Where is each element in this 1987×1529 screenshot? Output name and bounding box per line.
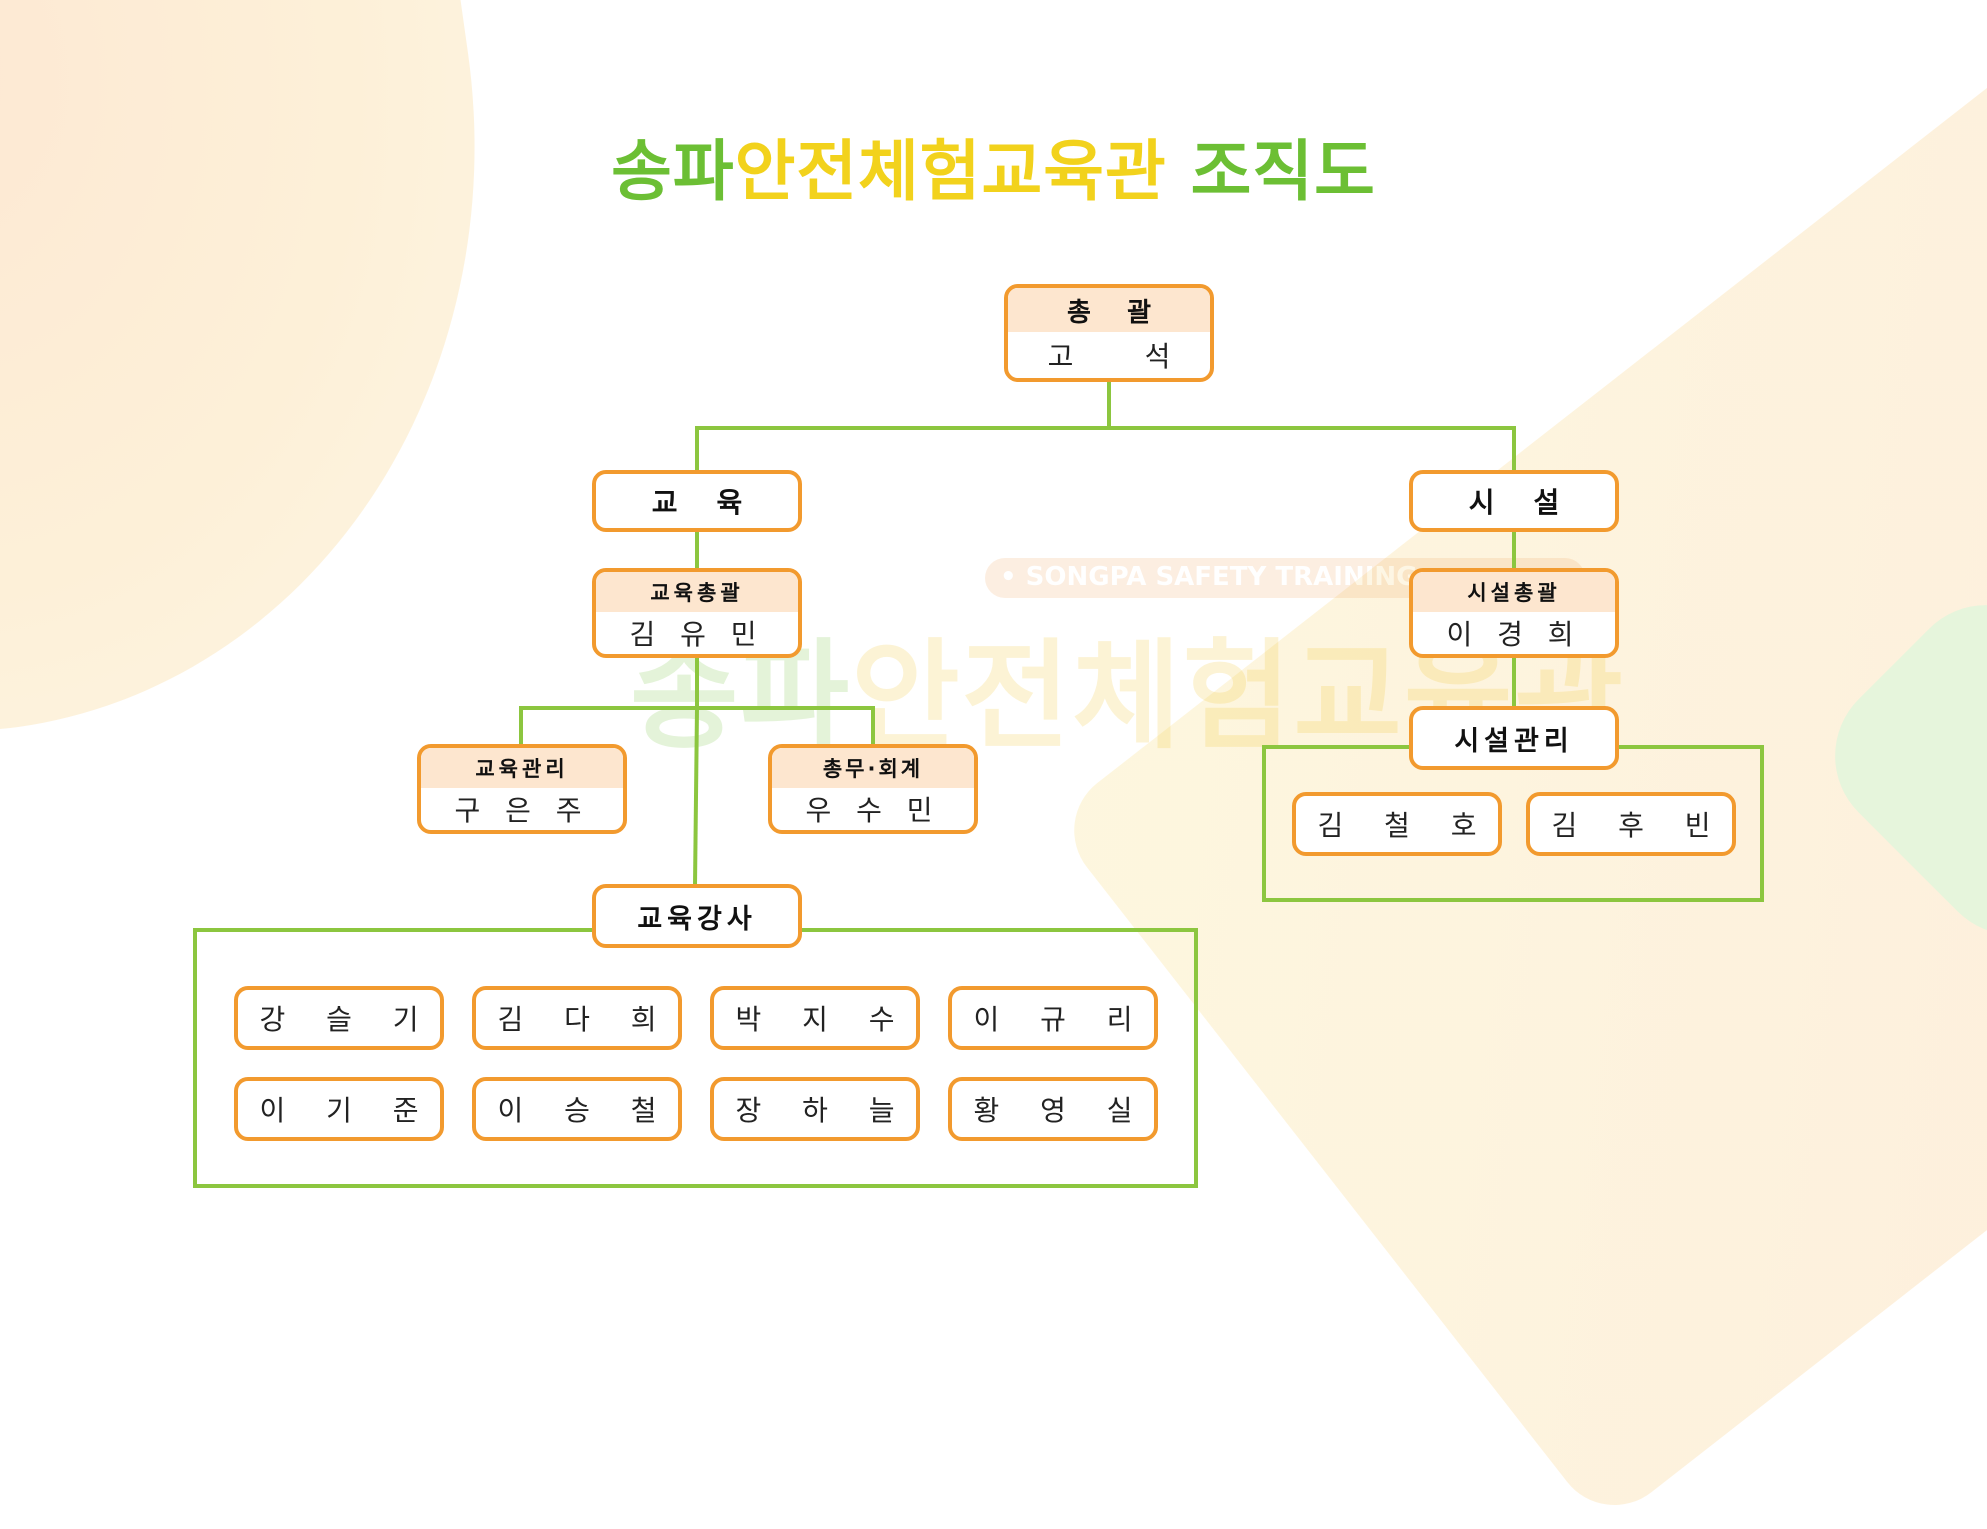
node-education-affairs: 총무·회계 우 수 민	[768, 744, 978, 834]
node-facility-head-name: 이 경 희	[1446, 618, 1582, 651]
facility-staff-card: 김 후 빈	[1526, 792, 1736, 856]
node-facility-head: 시설총괄 이 경 희	[1409, 568, 1619, 658]
instructor-name: 강 슬 기	[259, 1003, 435, 1036]
facility-staff-name: 김 후 빈	[1551, 809, 1727, 842]
instructor-name: 황 영 실	[973, 1094, 1149, 1127]
instructor-name: 박 지 수	[735, 1003, 911, 1036]
node-education-affairs-name: 우 수 민	[805, 794, 941, 827]
instructor-card: 김 다 희	[472, 986, 682, 1050]
title-part-songpa: 송파	[611, 133, 735, 210]
facility-staff-card: 김 철 호	[1292, 792, 1502, 856]
instructor-name: 이 규 리	[973, 1003, 1149, 1036]
page-title: 송파안전체험교육관 조직도	[0, 118, 1987, 214]
node-education-management-name: 구 은 주	[454, 794, 590, 827]
node-education-affairs-role: 총무·회계	[772, 748, 974, 788]
instructor-name: 이 기 준	[259, 1094, 435, 1127]
instructor-card: 강 슬 기	[234, 986, 444, 1050]
instructor-card: 이 기 준	[234, 1077, 444, 1141]
node-chief-name: 고 석	[1047, 340, 1171, 373]
node-facility-label: 시 설	[1468, 486, 1560, 519]
node-education-head: 교육총괄 김 유 민	[592, 568, 802, 658]
instructor-name: 김 다 희	[497, 1003, 673, 1036]
node-instructors: 교육강사	[592, 884, 802, 948]
title-part-chart: 조직도	[1190, 133, 1376, 210]
node-chief-role: 총 괄	[1008, 288, 1210, 332]
node-education-management: 교육관리 구 은 주	[417, 744, 627, 834]
node-instructors-label: 교육강사	[637, 903, 757, 935]
instructor-card: 이 승 철	[472, 1077, 682, 1141]
node-facility-head-role: 시설총괄	[1413, 572, 1615, 612]
node-education-head-role: 교육총괄	[596, 572, 798, 612]
instructor-name: 장 하 늘	[735, 1094, 911, 1127]
instructor-name: 이 승 철	[497, 1094, 673, 1127]
node-chief: 총 괄 고 석	[1004, 284, 1214, 382]
node-education-head-name: 김 유 민	[629, 618, 765, 651]
node-facility-management-label: 시설관리	[1454, 725, 1574, 757]
instructor-card: 장 하 늘	[710, 1077, 920, 1141]
facility-staff-name: 김 철 호	[1317, 809, 1493, 842]
instructor-card: 이 규 리	[948, 986, 1158, 1050]
node-education-label: 교 육	[651, 486, 743, 519]
node-facility: 시 설	[1409, 470, 1619, 532]
node-facility-management: 시설관리	[1409, 706, 1619, 770]
title-part-center: 안전체험교육관	[734, 133, 1167, 210]
node-education-management-role: 교육관리	[421, 748, 623, 788]
instructor-card: 황 영 실	[948, 1077, 1158, 1141]
line-to-instructors	[692, 705, 700, 889]
node-education: 교 육	[592, 470, 802, 532]
instructor-card: 박 지 수	[710, 986, 920, 1050]
connector-lines	[519, 376, 1516, 889]
